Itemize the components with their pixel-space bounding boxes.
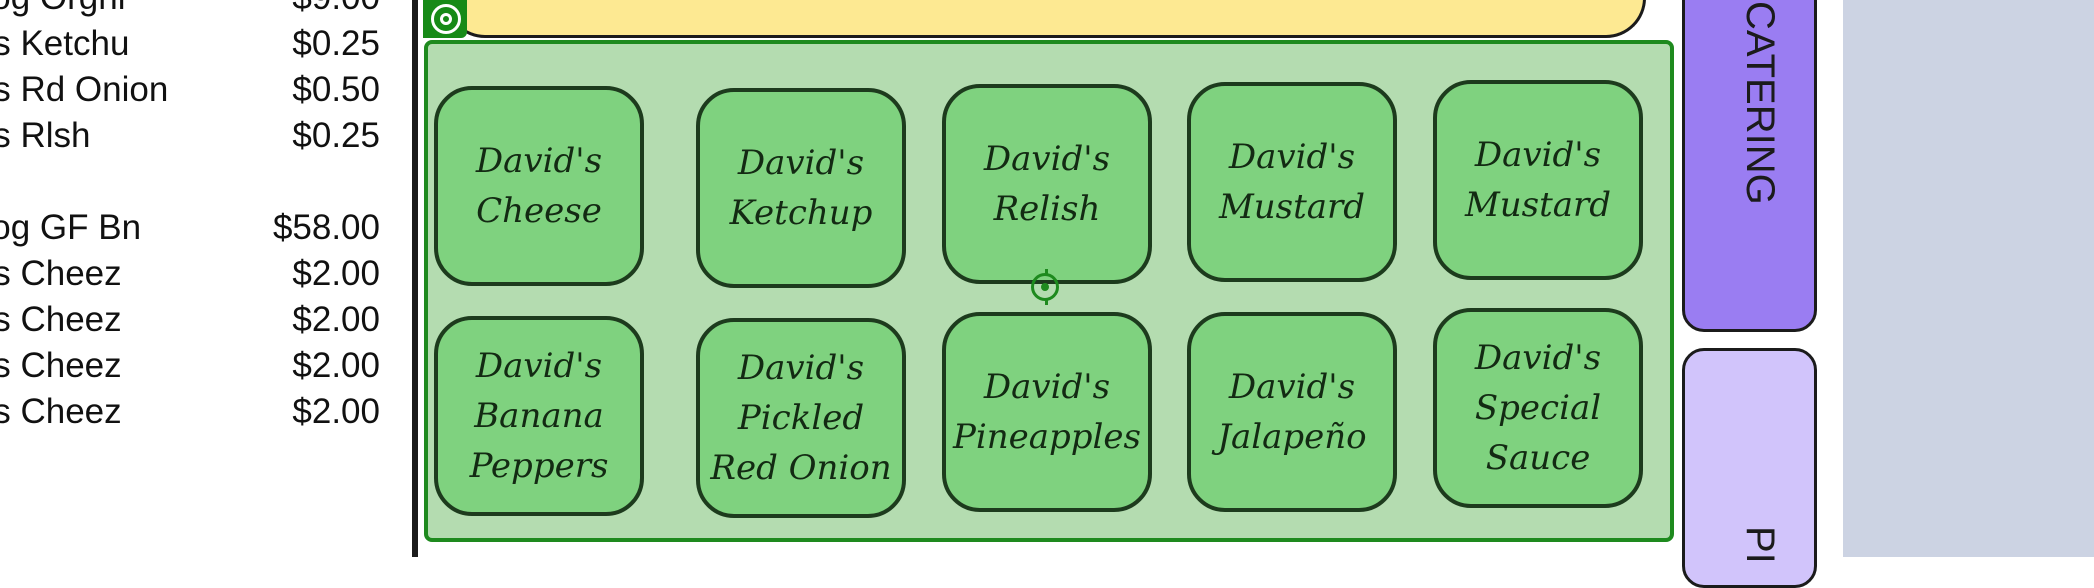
receipt-item-name: Dog Orgnl xyxy=(0,0,126,18)
condiment-button-ketchup[interactable]: David's Ketchup xyxy=(696,88,906,288)
right-background-strip xyxy=(1843,0,2094,557)
receipt-item-price: $2.00 xyxy=(292,346,380,385)
yellow-header-bar[interactable] xyxy=(445,0,1646,38)
condiment-button-jalapeno[interactable]: David's Jalapeño xyxy=(1187,312,1397,512)
receipt-item-price: $2.00 xyxy=(292,300,380,339)
tab-pi-label: PI xyxy=(1738,526,1782,564)
receipt-item-name: ids Cheez xyxy=(0,254,122,293)
condiment-button-pickled-red-onion[interactable]: David's Pickled Red Onion xyxy=(696,318,906,518)
receipt-item-name: ids Cheez xyxy=(0,392,122,431)
receipt-item-price: $0.50 xyxy=(292,70,380,109)
condiment-button-banana-peppers[interactable]: David's Banana Peppers xyxy=(434,316,644,516)
receipt-item-name: ids Rlsh xyxy=(0,116,91,155)
condiment-button-special-sauce[interactable]: David's Special Sauce xyxy=(1433,308,1643,508)
condiment-button-relish[interactable]: David's Relish xyxy=(942,84,1152,284)
condiment-button-mustard-2[interactable]: David's Mustard xyxy=(1433,80,1643,280)
receipt-item-price: $9.00 xyxy=(292,0,380,18)
receipt-item-price: $0.25 xyxy=(292,116,380,155)
panel-divider xyxy=(412,0,418,557)
receipt-item-name: Dog GF Bn xyxy=(0,208,142,247)
condiment-button-cheese[interactable]: David's Cheese xyxy=(434,86,644,286)
target-icon[interactable] xyxy=(423,0,467,38)
receipt-item-price: $0.25 xyxy=(292,24,380,63)
tab-catering-label: CATERING xyxy=(1738,1,1782,205)
crosshair-target-icon xyxy=(1031,269,1059,305)
receipt-item-price: $2.00 xyxy=(292,392,380,431)
receipt-item-name: ids Ketchu xyxy=(0,24,130,63)
receipt-item-price: $58.00 xyxy=(272,208,380,247)
tab-catering[interactable]: CATERING xyxy=(1682,0,1817,332)
receipt-item-name: ids Rd Onion xyxy=(0,70,169,109)
receipt-item-name: ids Cheez xyxy=(0,300,122,339)
condiment-button-mustard[interactable]: David's Mustard xyxy=(1187,82,1397,282)
receipt-list: Dog Orgnl $9.00 ids Ketchu $0.25 ids Rd … xyxy=(0,0,400,557)
condiment-button-pineapples[interactable]: David's Pineapples xyxy=(942,312,1152,512)
tab-pi[interactable]: PI xyxy=(1682,348,1817,588)
receipt-item-price: $2.00 xyxy=(292,254,380,293)
receipt-item-name: ids Cheez xyxy=(0,346,122,385)
